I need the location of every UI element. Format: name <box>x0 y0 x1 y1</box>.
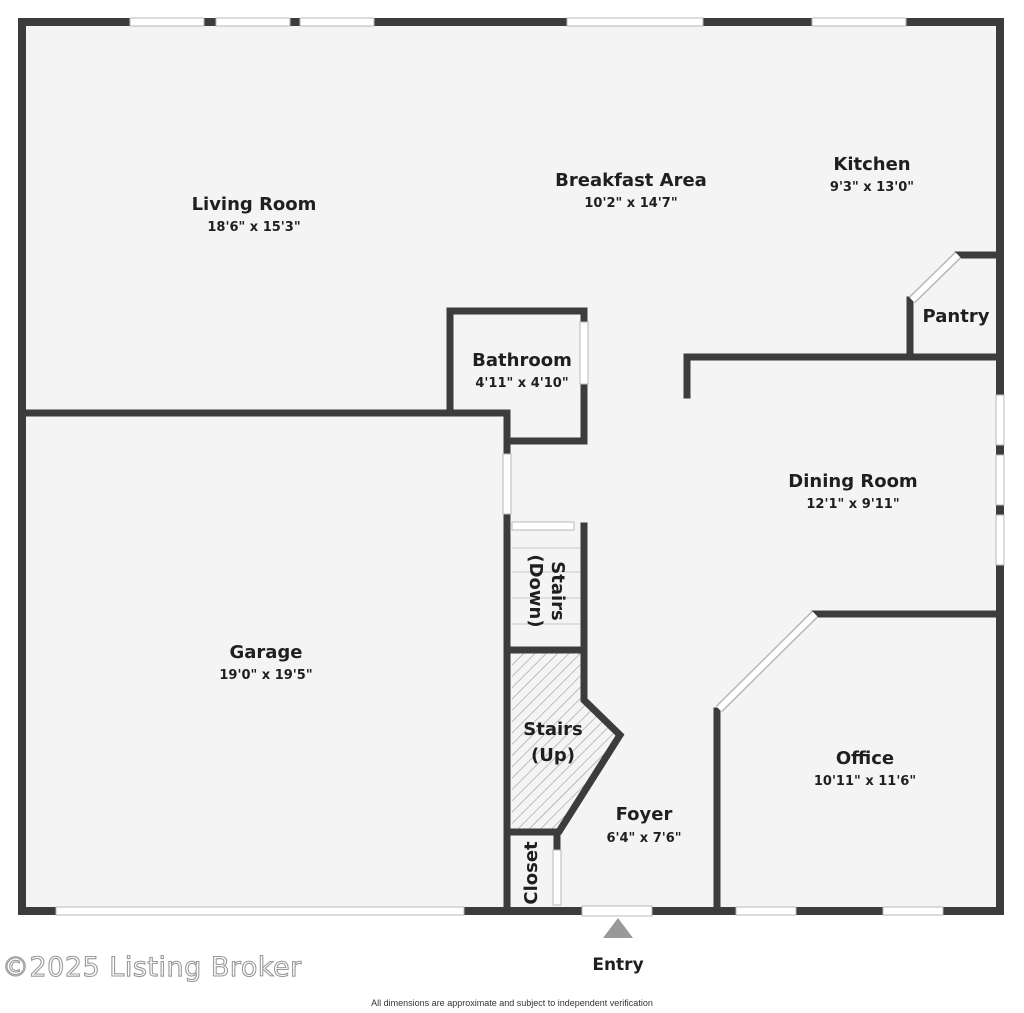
watermark-text: ©2025 Listing Broker <box>2 952 302 983</box>
stairs-opening <box>511 521 575 531</box>
room-stairs-down: Stairs (Down) <box>525 554 568 627</box>
room-dimensions: 12'1" x 9'11" <box>806 497 899 512</box>
room-label: Bathroom <box>472 350 572 371</box>
room-label: Office <box>836 748 894 769</box>
room-office: Office 10'11" x 11'6" <box>814 748 916 789</box>
room-label: Living Room <box>192 194 317 215</box>
room-label: Stairs <box>547 561 568 620</box>
closet-door <box>552 849 562 906</box>
room-breakfast-area: Breakfast Area 10'2" x 14'7" <box>555 170 707 211</box>
room-label: Stairs <box>523 719 582 740</box>
entry-label: Entry <box>592 955 643 975</box>
room-dimensions: 4'11" x 4'10" <box>475 376 568 391</box>
room-living-room: Living Room 18'6" x 15'3" <box>192 194 317 235</box>
room-dimensions: 10'2" x 14'7" <box>584 196 677 211</box>
room-dimensions: 9'3" x 13'0" <box>830 180 914 195</box>
triangle-up-icon <box>603 918 633 938</box>
hall-opening <box>502 453 512 515</box>
room-dimensions: 6'4" x 7'6" <box>606 831 681 846</box>
room-label-line2: (Down) <box>525 554 546 627</box>
room-label: Breakfast Area <box>555 170 707 191</box>
room-foyer: Foyer 6'4" x 7'6" <box>606 804 681 846</box>
room-label-line2: (Up) <box>531 745 575 766</box>
entry-door[interactable] <box>581 905 653 917</box>
office-angled-window-glass <box>716 611 818 712</box>
stairs-up-hatch <box>512 652 620 830</box>
room-garage: Garage 19'0" x 19'5" <box>219 642 312 683</box>
footer-disclaimer: All dimensions are approximate and subje… <box>371 998 653 1008</box>
room-bathroom: Bathroom 4'11" x 4'10" <box>472 350 572 391</box>
bathroom-window <box>579 321 589 385</box>
room-label: Pantry <box>923 306 990 327</box>
room-label: Dining Room <box>788 471 917 492</box>
room-label: Closet <box>521 841 542 905</box>
top-windows <box>129 17 907 27</box>
room-dining-room: Dining Room 12'1" x 9'11" <box>788 471 917 512</box>
room-dimensions: 18'6" x 15'3" <box>207 220 300 235</box>
room-closet: Closet <box>521 841 542 905</box>
pantry-angled-window-glass <box>909 252 961 303</box>
room-kitchen: Kitchen 9'3" x 13'0" <box>830 154 914 195</box>
bottom-windows <box>55 906 944 916</box>
room-dimensions: 19'0" x 19'5" <box>219 668 312 683</box>
room-label: Foyer <box>616 804 673 825</box>
room-pantry: Pantry <box>923 306 990 327</box>
room-dimensions: 10'11" x 11'6" <box>814 774 916 789</box>
room-label: Kitchen <box>833 154 910 175</box>
room-stairs-up: Stairs (Up) <box>523 719 582 766</box>
stairs-down-treads <box>512 547 584 625</box>
right-windows <box>995 394 1005 566</box>
room-label: Garage <box>229 642 302 663</box>
